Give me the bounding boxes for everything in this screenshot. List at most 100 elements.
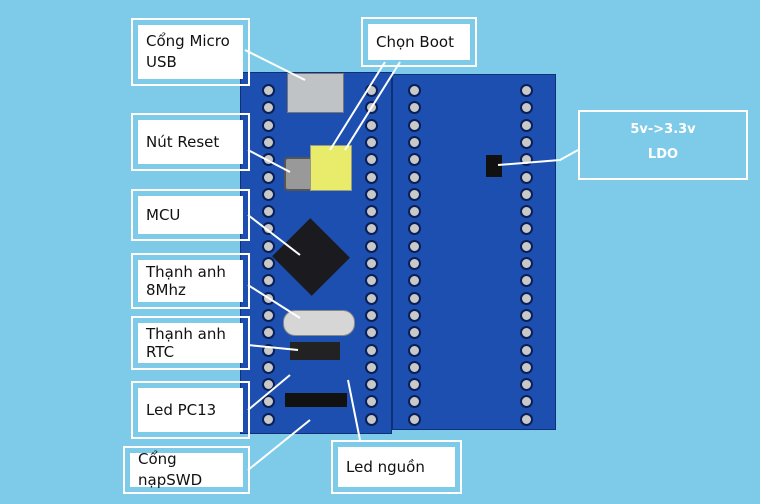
label-text: Led PC13 <box>146 400 217 419</box>
label-text: 8Mhz <box>146 281 186 299</box>
label-mcu: MCU <box>131 189 250 241</box>
header-pin <box>365 274 378 288</box>
header-pin <box>262 135 275 149</box>
header-pin <box>365 170 378 184</box>
header-pin <box>520 274 533 288</box>
header-pin <box>408 395 421 409</box>
header-pin <box>365 135 378 149</box>
header-pin <box>520 84 533 97</box>
label-text: Cổng Micro <box>146 32 230 50</box>
header-pin <box>408 118 421 132</box>
header-pin <box>408 360 421 374</box>
label-boot-select: Chọn Boot <box>361 17 477 67</box>
header-pin <box>408 378 421 392</box>
header-pin <box>262 170 275 184</box>
header-pin <box>520 308 533 322</box>
header-pin <box>365 343 378 357</box>
header-pin <box>520 239 533 253</box>
header-pin <box>408 222 421 236</box>
header-pin <box>408 343 421 357</box>
header-pin <box>262 395 275 409</box>
label-reset-button: Nút Reset <box>131 113 250 171</box>
label-power-led: Led nguồn <box>331 440 462 494</box>
header-pin <box>262 378 275 392</box>
header-pin <box>365 412 378 426</box>
header-pin <box>520 170 533 184</box>
header-pin <box>365 326 378 340</box>
header-pin <box>520 412 533 426</box>
label-crystal-8mhz: Thạnh anh 8Mhz <box>131 253 250 309</box>
header-pin <box>520 395 533 409</box>
label-text: Nút Reset <box>146 132 220 151</box>
header-pin <box>520 291 533 305</box>
header-pin <box>408 308 421 322</box>
header-pin <box>408 153 421 167</box>
label-text: LDO <box>647 147 679 162</box>
label-text: 5v->3.3v <box>630 122 696 137</box>
header-pin <box>408 412 421 426</box>
label-ldo: 5v->3.3v LDO <box>578 110 748 180</box>
header-pin <box>365 153 378 167</box>
label-swd-port: Cổng nạpSWD <box>123 446 250 494</box>
header-pin <box>262 118 275 132</box>
header-pin <box>262 274 275 288</box>
label-micro-usb: Cổng Micro USB <box>131 18 250 86</box>
header-pin <box>365 291 378 305</box>
label-text: USB <box>146 53 177 71</box>
header-pin <box>520 101 533 115</box>
header-pin <box>262 205 275 219</box>
header-pin <box>262 84 275 97</box>
header-pin <box>408 291 421 305</box>
header-pin <box>408 274 421 288</box>
header-pin <box>408 84 421 97</box>
header-pin <box>520 257 533 270</box>
header-pin <box>520 378 533 392</box>
header-pin <box>262 257 275 270</box>
header-pin <box>408 257 421 270</box>
boot-jumper <box>310 145 352 191</box>
header-pin <box>262 101 275 115</box>
header-pin <box>520 360 533 374</box>
header-pin <box>262 239 275 253</box>
label-text: Cổng nạpSWD <box>138 450 203 489</box>
label-text: Led nguồn <box>346 457 425 476</box>
header-pin <box>365 239 378 253</box>
header-pin <box>520 343 533 357</box>
header-pin <box>262 412 275 426</box>
header-pin <box>365 360 378 374</box>
header-pin <box>262 360 275 374</box>
swd-pins <box>285 393 347 407</box>
header-pin <box>520 118 533 132</box>
ldo-regulator <box>486 155 502 177</box>
label-text: Chọn Boot <box>376 32 454 51</box>
header-pin <box>365 257 378 270</box>
header-pin <box>365 187 378 201</box>
header-pin <box>408 101 421 115</box>
label-text: RTC <box>146 343 175 361</box>
header-pin <box>262 326 275 340</box>
header-pin <box>365 395 378 409</box>
header-pin <box>365 118 378 132</box>
label-led-pc13: Led PC13 <box>131 381 250 439</box>
label-text: Thạnh anh <box>146 263 226 281</box>
header-pin <box>520 326 533 340</box>
header-pin <box>408 239 421 253</box>
header-pin <box>520 135 533 149</box>
label-crystal-rtc: Thạnh anh RTC <box>131 316 250 370</box>
usb-connector <box>287 73 344 113</box>
header-pin <box>262 187 275 201</box>
crystal-rtc <box>290 342 340 360</box>
label-text: MCU <box>146 205 181 224</box>
header-pin <box>262 308 275 322</box>
header-pin <box>365 205 378 219</box>
header-pin <box>408 205 421 219</box>
header-pin <box>520 222 533 236</box>
header-pin <box>365 378 378 392</box>
header-pin <box>408 135 421 149</box>
label-text: Thạnh anh <box>146 325 226 343</box>
header-pin <box>408 326 421 340</box>
header-pin <box>520 187 533 201</box>
header-pin <box>408 170 421 184</box>
header-pin <box>520 205 533 219</box>
